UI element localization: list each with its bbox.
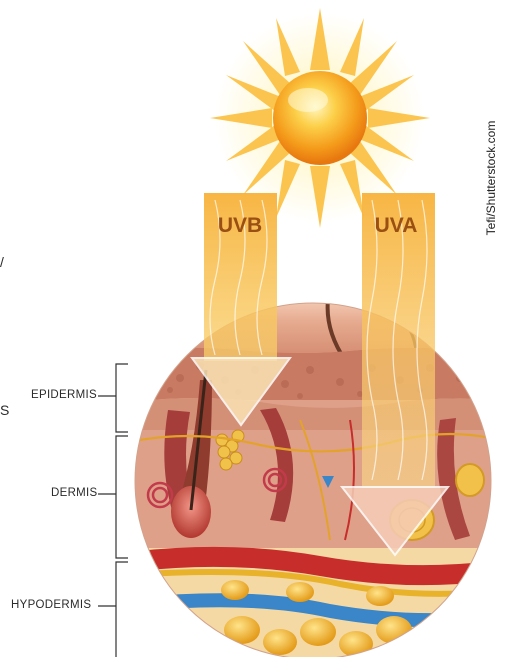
uvb-label: UVB	[218, 214, 262, 237]
uva-label: UVA	[375, 214, 418, 237]
edge-fragment-middle: S	[0, 402, 9, 418]
dermis-label: DERMIS	[51, 487, 98, 499]
image-credit: Tefi/Shutterstock.com	[484, 121, 498, 236]
skin-cross-section	[130, 300, 500, 657]
epidermis-label: EPIDERMIS	[31, 389, 97, 401]
edge-fragment-top: /	[0, 254, 4, 270]
layer-brackets	[98, 364, 128, 657]
hypodermis-label: HYPODERMIS	[11, 599, 91, 611]
